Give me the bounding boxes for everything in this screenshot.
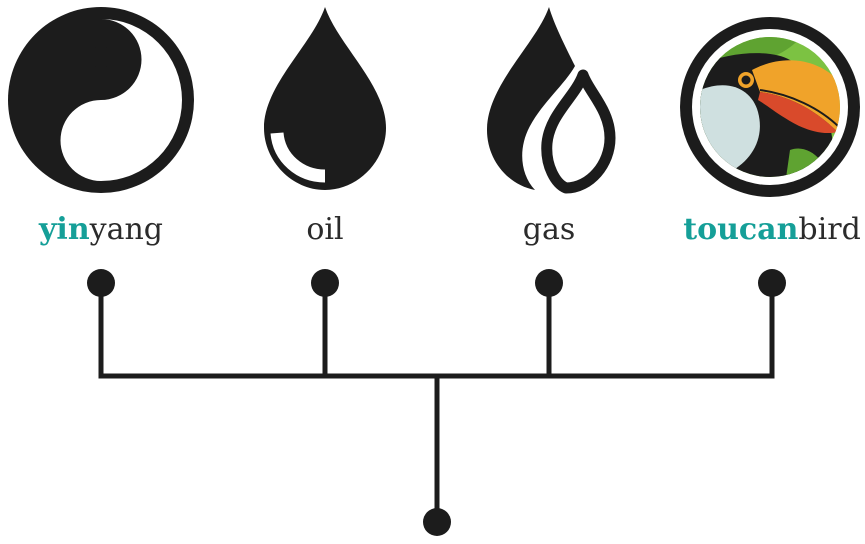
label-toucanbird: toucanbird	[683, 208, 861, 252]
toucan-eye	[741, 75, 751, 85]
oil-drop-shape	[264, 7, 386, 190]
node-yinyang	[87, 269, 115, 297]
yin-yang-dark-dot	[90, 46, 112, 68]
label-toucanbird-highlight: toucan	[683, 212, 799, 247]
node-oil	[311, 269, 339, 297]
gas-flame-small	[541, 69, 616, 194]
gas-flame-big	[487, 7, 575, 190]
label-yinyang-rest: yang	[89, 212, 163, 247]
label-oil-rest: oil	[306, 212, 344, 247]
yin-yang-icon	[8, 7, 194, 193]
toucan-beak-bottom	[758, 92, 838, 134]
label-gas: gas	[523, 208, 576, 252]
toucan-beak-top	[752, 60, 840, 132]
toucan-bird-icon	[680, 17, 860, 197]
label-toucanbird-rest: bird	[798, 212, 861, 247]
label-yinyang-highlight: yin	[39, 212, 90, 247]
label-oil: oil	[306, 208, 343, 252]
connector-lines	[98, 283, 775, 522]
node-root	[423, 508, 451, 536]
oil-drop-icon	[264, 7, 386, 190]
label-gas-rest: gas	[522, 212, 576, 247]
label-yinyang: yinyang	[39, 208, 163, 252]
gas-flame-icon	[487, 7, 616, 194]
yin-yang-light-dot	[90, 130, 112, 152]
oil-drop-highlight	[270, 131, 326, 183]
node-gas	[535, 269, 563, 297]
node-toucanbird	[758, 269, 786, 297]
